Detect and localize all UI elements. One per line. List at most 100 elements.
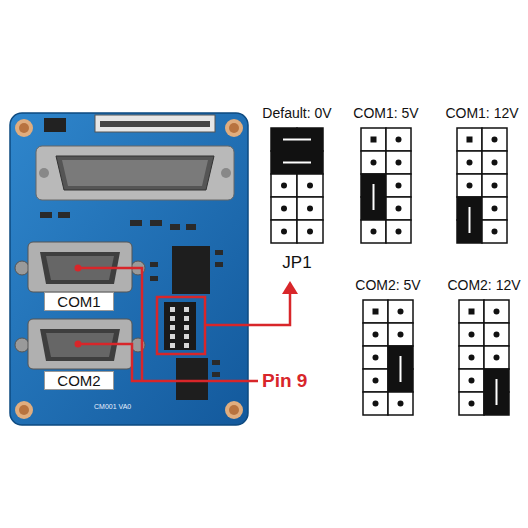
pin-dot [396, 183, 402, 189]
pin-cell [361, 220, 386, 243]
ic-chip [176, 358, 208, 400]
pin-dot [469, 401, 475, 407]
pin-dot [307, 183, 313, 189]
jumper-grid [360, 127, 412, 244]
pin1-marker [467, 137, 473, 143]
pin-dot [373, 332, 379, 338]
jumper-setting: COM2: 12V [442, 275, 526, 416]
pin-cell [271, 220, 297, 243]
setting-heading: COM2: 12V [442, 275, 526, 295]
pin1-marker [373, 309, 379, 315]
jumper-grid [270, 127, 324, 244]
pin-dot [492, 183, 498, 189]
pin-dot [492, 160, 498, 166]
pin-cell [388, 323, 413, 346]
pin-dot [492, 206, 498, 212]
pin-cell [459, 346, 484, 369]
pin-cell [271, 197, 297, 220]
pin-dot [373, 401, 379, 407]
pin-cell [386, 174, 411, 197]
pin-cell [363, 369, 388, 392]
pin-cell [482, 128, 507, 151]
pin-cell [297, 220, 323, 243]
pin-cell [271, 174, 297, 197]
port-label: COM1 [44, 292, 114, 311]
pin-cell [363, 323, 388, 346]
pin-cell [457, 151, 482, 174]
pin-dot [469, 355, 475, 361]
pcb [10, 113, 248, 425]
pin-cell [457, 174, 482, 197]
jumper-setting: Default: 0V JP1 [256, 103, 338, 274]
board-marking: CM001 VA0 [94, 402, 154, 411]
jumper-setting: COM1: 5V [348, 103, 424, 244]
jumper-cap [484, 369, 509, 415]
pin-dot [307, 206, 313, 212]
pin-dot [371, 229, 377, 235]
pin-cell [363, 346, 388, 369]
pin-dot [492, 137, 498, 143]
pin-dot [281, 229, 287, 235]
pin-dot [467, 160, 473, 166]
highlight-box [157, 297, 205, 354]
pin-cell [459, 300, 484, 323]
pin1-marker [469, 309, 475, 315]
jumper-grid [458, 299, 510, 416]
pin-cell [484, 300, 509, 323]
pin-dot [371, 160, 377, 166]
pin-cell [361, 151, 386, 174]
pin-label: Pin 9 [262, 369, 342, 393]
pin-cell [297, 174, 323, 197]
pin-dot [396, 206, 402, 212]
jumper-setting: COM2: 5V [350, 275, 426, 416]
jumper-setting: COM1: 12V [440, 103, 524, 244]
pin-cell [363, 300, 388, 323]
pin-dot [398, 309, 404, 315]
setting-heading: Default: 0V [256, 103, 338, 123]
ic-chip [172, 246, 210, 294]
pin-cell [482, 197, 507, 220]
pin-dot [398, 332, 404, 338]
pin-cell [386, 151, 411, 174]
pin-cell [459, 323, 484, 346]
pin-dot [469, 332, 475, 338]
jumper-grid [456, 127, 508, 244]
mount-holes [15, 119, 243, 419]
jumper-cap [271, 128, 323, 174]
jumper-mark [469, 207, 471, 233]
jumper-cap [457, 197, 482, 243]
leader-lines [75, 265, 299, 382]
pin-dot [281, 206, 287, 212]
jumper-mark [283, 162, 311, 164]
pin-dot [494, 332, 500, 338]
jumper-cap [388, 346, 413, 392]
pin-dot [396, 229, 402, 235]
pin-dot [373, 355, 379, 361]
pin-dot [467, 183, 473, 189]
pin-header [164, 302, 196, 350]
jumper-name: JP1 [256, 252, 338, 274]
jumper-mark [496, 379, 498, 405]
pin-cell [386, 220, 411, 243]
ribbon-connector [95, 115, 215, 132]
pin-dot [396, 137, 402, 143]
pin-cell [482, 220, 507, 243]
pin-cell [459, 392, 484, 415]
pin-cell [388, 392, 413, 415]
pin-dot [494, 309, 500, 315]
pin-cell [482, 174, 507, 197]
pin-cell [386, 128, 411, 151]
pin-cell [457, 128, 482, 151]
jumper-cap [361, 174, 386, 220]
jumper-grid [362, 299, 414, 416]
setting-heading: COM1: 5V [348, 103, 424, 123]
port-label: COM2 [44, 371, 114, 390]
pin-dot [398, 401, 404, 407]
pin-dot [281, 183, 287, 189]
jumper-mark [283, 139, 311, 141]
db25-connector [36, 146, 234, 200]
pin-dot [492, 229, 498, 235]
pin-dot [396, 160, 402, 166]
